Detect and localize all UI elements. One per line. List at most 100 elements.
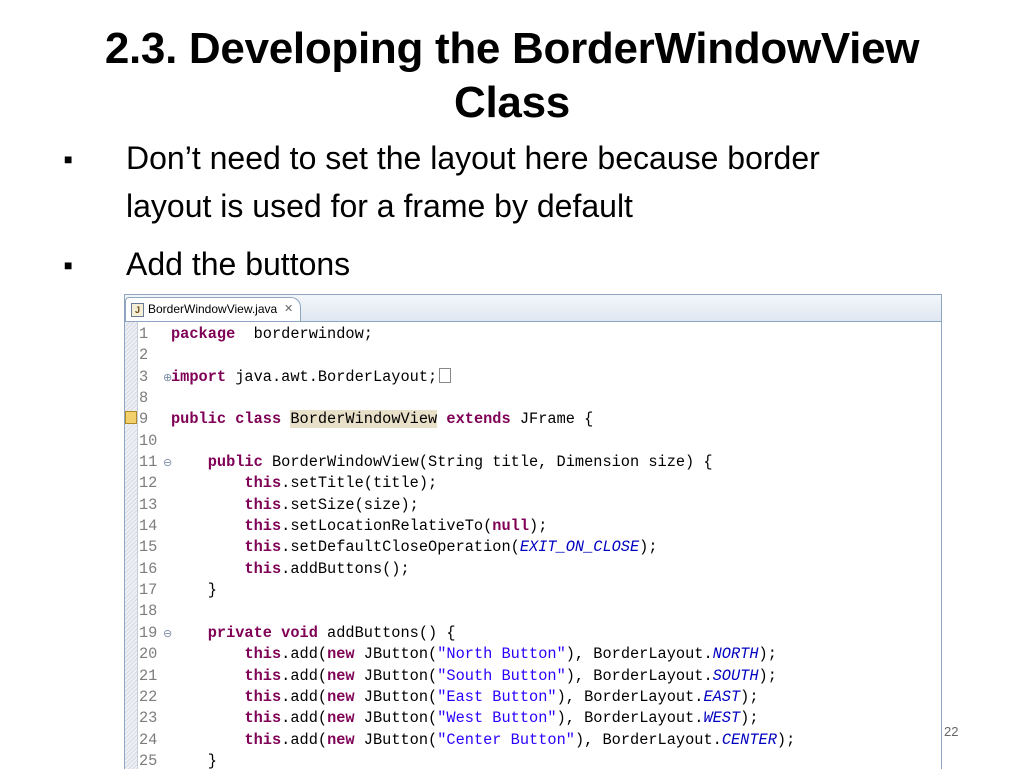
code-token: ); (529, 517, 548, 536)
code-token: } (171, 751, 217, 769)
line-number: 16 (139, 559, 158, 578)
code-line: 14 this.setLocationRelativeTo(null); (139, 516, 941, 537)
code-token (171, 517, 244, 535)
code-line: 3⊕import java.awt.BorderLayout; (139, 367, 941, 388)
code-token: JButton( (354, 645, 438, 664)
line-number: 21 (139, 666, 158, 685)
code-token: ); (740, 687, 759, 706)
code-token: JButton( (354, 730, 438, 749)
slide-title-line-1: 2.3. Developing the BorderWindowView (104, 24, 920, 73)
code-token: } (171, 581, 217, 600)
code-token: new (327, 645, 355, 664)
editor-tab[interactable]: J BorderWindowView.java ✕ (125, 297, 301, 321)
code-token: public class (171, 410, 291, 429)
code-token: ); (758, 666, 777, 685)
line-number: 24 (139, 730, 158, 749)
code-token: WEST (703, 709, 741, 728)
code-token: null (492, 517, 530, 536)
code-token: ); (758, 645, 777, 664)
folded-code-icon[interactable] (439, 367, 452, 383)
code-line: 19⊖ private void addButtons() { (139, 623, 941, 644)
bullet-1-line-2: layout is used for a frame by default (126, 188, 633, 224)
code-token: new (327, 730, 355, 749)
bullet-text-2: Add the buttons (126, 246, 351, 282)
overview-ruler (125, 322, 138, 769)
code-line: 11⊖ public BorderWindowView(String title… (139, 452, 941, 473)
code-token: .setLocationRelativeTo( (281, 517, 493, 536)
code-token: ), BorderLayout. (565, 666, 713, 685)
code-token (171, 496, 244, 514)
line-number: 20 (139, 645, 158, 664)
code-token: .addButtons(); (281, 559, 410, 578)
code-token: ), BorderLayout. (565, 645, 713, 664)
fold-toggle-icon[interactable]: ⊕ (163, 372, 173, 385)
code-token (171, 538, 244, 556)
code-token: new (327, 687, 355, 706)
code-token: .setDefaultCloseOperation( (281, 538, 520, 557)
fold-toggle-icon[interactable]: ⊖ (163, 458, 173, 471)
code-token (171, 474, 244, 492)
line-number: 22 (139, 687, 158, 706)
line-number: 10 (139, 431, 158, 450)
code-token (171, 624, 208, 642)
code-token: this (244, 730, 282, 749)
code-token (171, 560, 244, 578)
code-token: CENTER (721, 730, 777, 749)
code-line: 20 this.add(new JButton("North Button"),… (139, 644, 941, 665)
code-token: this (244, 495, 282, 514)
code-token: this (244, 559, 282, 578)
code-token: "Center Button" (437, 730, 575, 749)
code-token: "North Button" (437, 645, 566, 664)
code-token: ); (776, 730, 796, 749)
code-token: .add( (281, 709, 328, 728)
line-number: 11 (139, 453, 158, 472)
code-token: JButton( (354, 666, 438, 685)
code-token (171, 688, 244, 706)
line-number: 9 (139, 410, 149, 429)
page-number: 22 (944, 724, 959, 739)
code-line: 13 this.setSize(size); (139, 495, 941, 516)
code-line: 12 this.setTitle(title); (139, 473, 941, 494)
code-token: extends (446, 410, 511, 429)
code-line: 16 this.addButtons(); (139, 559, 941, 580)
line-number: 12 (139, 474, 158, 493)
fold-toggle-icon[interactable]: ⊖ (163, 628, 173, 641)
code-token: private void (207, 623, 318, 642)
code-line: 8 (139, 388, 941, 409)
bullet-icon: ■ (64, 257, 73, 273)
code-line: 17 } (139, 580, 941, 601)
line-number: 1 (139, 325, 149, 343)
bullet-text-1: Don’t need to set the layout here becaus… (126, 134, 956, 230)
code-token: "South Button" (437, 666, 566, 685)
code-token: this (244, 538, 282, 557)
editor-tab-label: BorderWindowView.java (148, 302, 278, 316)
line-number: 14 (139, 517, 158, 536)
code-line: 15 this.setDefaultCloseOperation(EXIT_ON… (139, 537, 941, 558)
code-token: NORTH (712, 645, 759, 664)
code-token (171, 453, 208, 471)
code-token (171, 667, 244, 685)
line-number: 25 (139, 751, 158, 769)
line-number: 17 (139, 581, 158, 600)
code-token: this (244, 709, 282, 728)
editor-tab-bar: J BorderWindowView.java ✕ (125, 295, 941, 322)
code-token: new (327, 709, 355, 728)
bullet-icon: ■ (64, 151, 73, 167)
code-token: borderwindow; (235, 325, 373, 343)
line-number: 23 (139, 709, 158, 728)
code-line: 10 (139, 431, 941, 452)
code-token: .add( (281, 730, 328, 749)
code-line: 25 } (139, 751, 941, 769)
code-token: "East Button" (437, 687, 557, 706)
bullet-1-line-1: Don’t need to set the layout here becaus… (126, 140, 820, 176)
code-token: ), BorderLayout. (556, 709, 704, 728)
code-token: .setSize(size); (281, 495, 419, 514)
code-token: JFrame { (510, 410, 594, 429)
line-number: 19 (139, 623, 158, 642)
code-line: 22 this.add(new JButton("East Button"), … (139, 687, 941, 708)
close-icon[interactable]: ✕ (284, 303, 294, 315)
